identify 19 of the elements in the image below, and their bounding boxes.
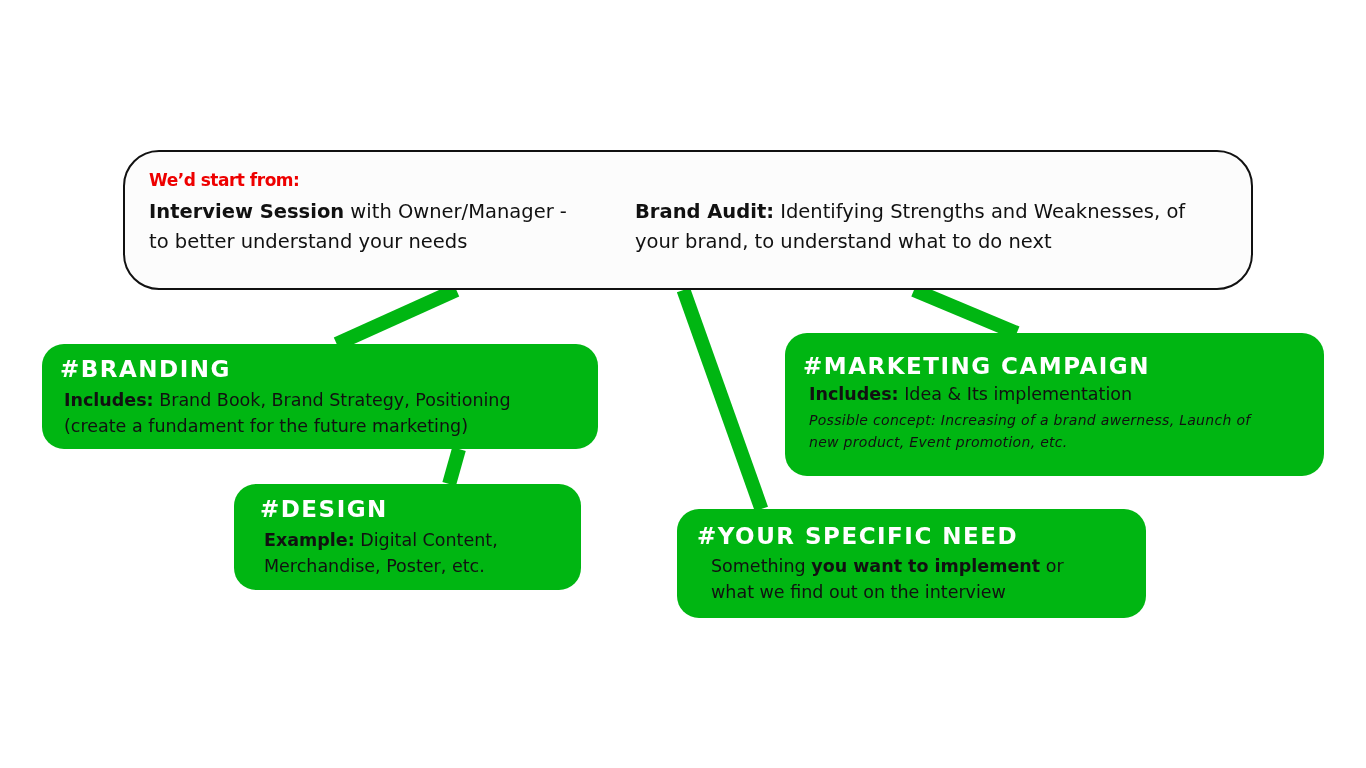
description-text: Possible concept: Increasing of a brand awerness, Launch of new product, Event promotion, etc. [809, 411, 1253, 452]
description-text: Interview Session with Owner/Manager - to better understand your needs [149, 199, 568, 255]
heading: #MARKETING CAMPAIGN [803, 353, 1150, 379]
description-text: Includes: Idea & Its implementation [809, 383, 1134, 406]
connector-line [676, 287, 768, 512]
heading: #BRANDING [60, 356, 231, 382]
description-text: Example: Digital Content, Merchandise, Poster, etc. [264, 529, 499, 578]
branding-box [42, 344, 598, 449]
description-text: Includes: Brand Book, Brand Strategy, Positioning (create a fundament for the future marketing) [64, 389, 512, 438]
campaign-box [785, 333, 1324, 476]
description-text: Brand Audit: Identifying Strengths and Weaknesses, of your brand, to understand what to do next [635, 199, 1187, 255]
start-box [123, 150, 1253, 290]
need-box [677, 509, 1146, 618]
design-box [234, 484, 581, 590]
description-text: Something you want to implement or what we find out on the interview [711, 555, 1065, 604]
connector-line [442, 447, 466, 486]
intro-heading: We’d start from: [149, 170, 301, 190]
heading: #DESIGN [260, 496, 388, 522]
heading: #YOUR SPECIFIC NEED [697, 523, 1019, 549]
